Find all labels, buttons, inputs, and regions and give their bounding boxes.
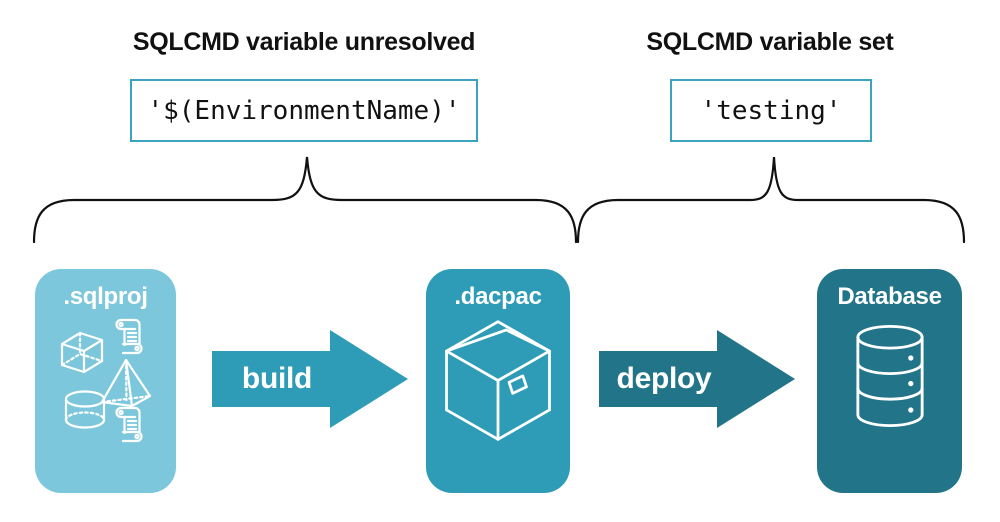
code-text-testing: 'testing': [700, 95, 842, 126]
deploy-arrow-label: deploy: [616, 362, 712, 395]
brace-right-icon: [576, 156, 966, 244]
node-database-label: Database: [837, 283, 942, 310]
code-box-set: 'testing': [670, 79, 872, 142]
scroll-icon: [114, 406, 143, 443]
arrow-right-icon: [212, 330, 408, 428]
node-dacpac-label: .dacpac: [454, 283, 542, 310]
node-database: Database: [817, 269, 962, 493]
scroll-icon: [114, 318, 143, 355]
database-icon: [855, 324, 924, 428]
deploy-arrow: deploy: [599, 330, 795, 428]
node-dacpac: .dacpac: [426, 269, 570, 493]
cube-icon: [60, 331, 103, 374]
cylinder-icon: [64, 390, 105, 429]
build-arrow: build: [212, 330, 408, 428]
brace-left-icon: [32, 156, 578, 244]
sql-objects-icon: [60, 318, 151, 443]
heading-set: SQLCMD variable set: [646, 28, 894, 56]
pyramid-icon: [100, 358, 151, 408]
build-arrow-label: build: [241, 362, 313, 395]
heading-unresolved: SQLCMD variable unresolved: [132, 28, 476, 56]
node-sqlproj-label: .sqlproj: [63, 283, 148, 310]
code-box-unresolved: '$(EnvironmentName)': [130, 79, 478, 142]
package-box-icon: [445, 320, 551, 441]
arrow-right-icon: [599, 330, 795, 428]
node-sqlproj: .sqlproj: [35, 269, 176, 493]
code-text-environment-name: '$(EnvironmentName)': [147, 95, 461, 126]
